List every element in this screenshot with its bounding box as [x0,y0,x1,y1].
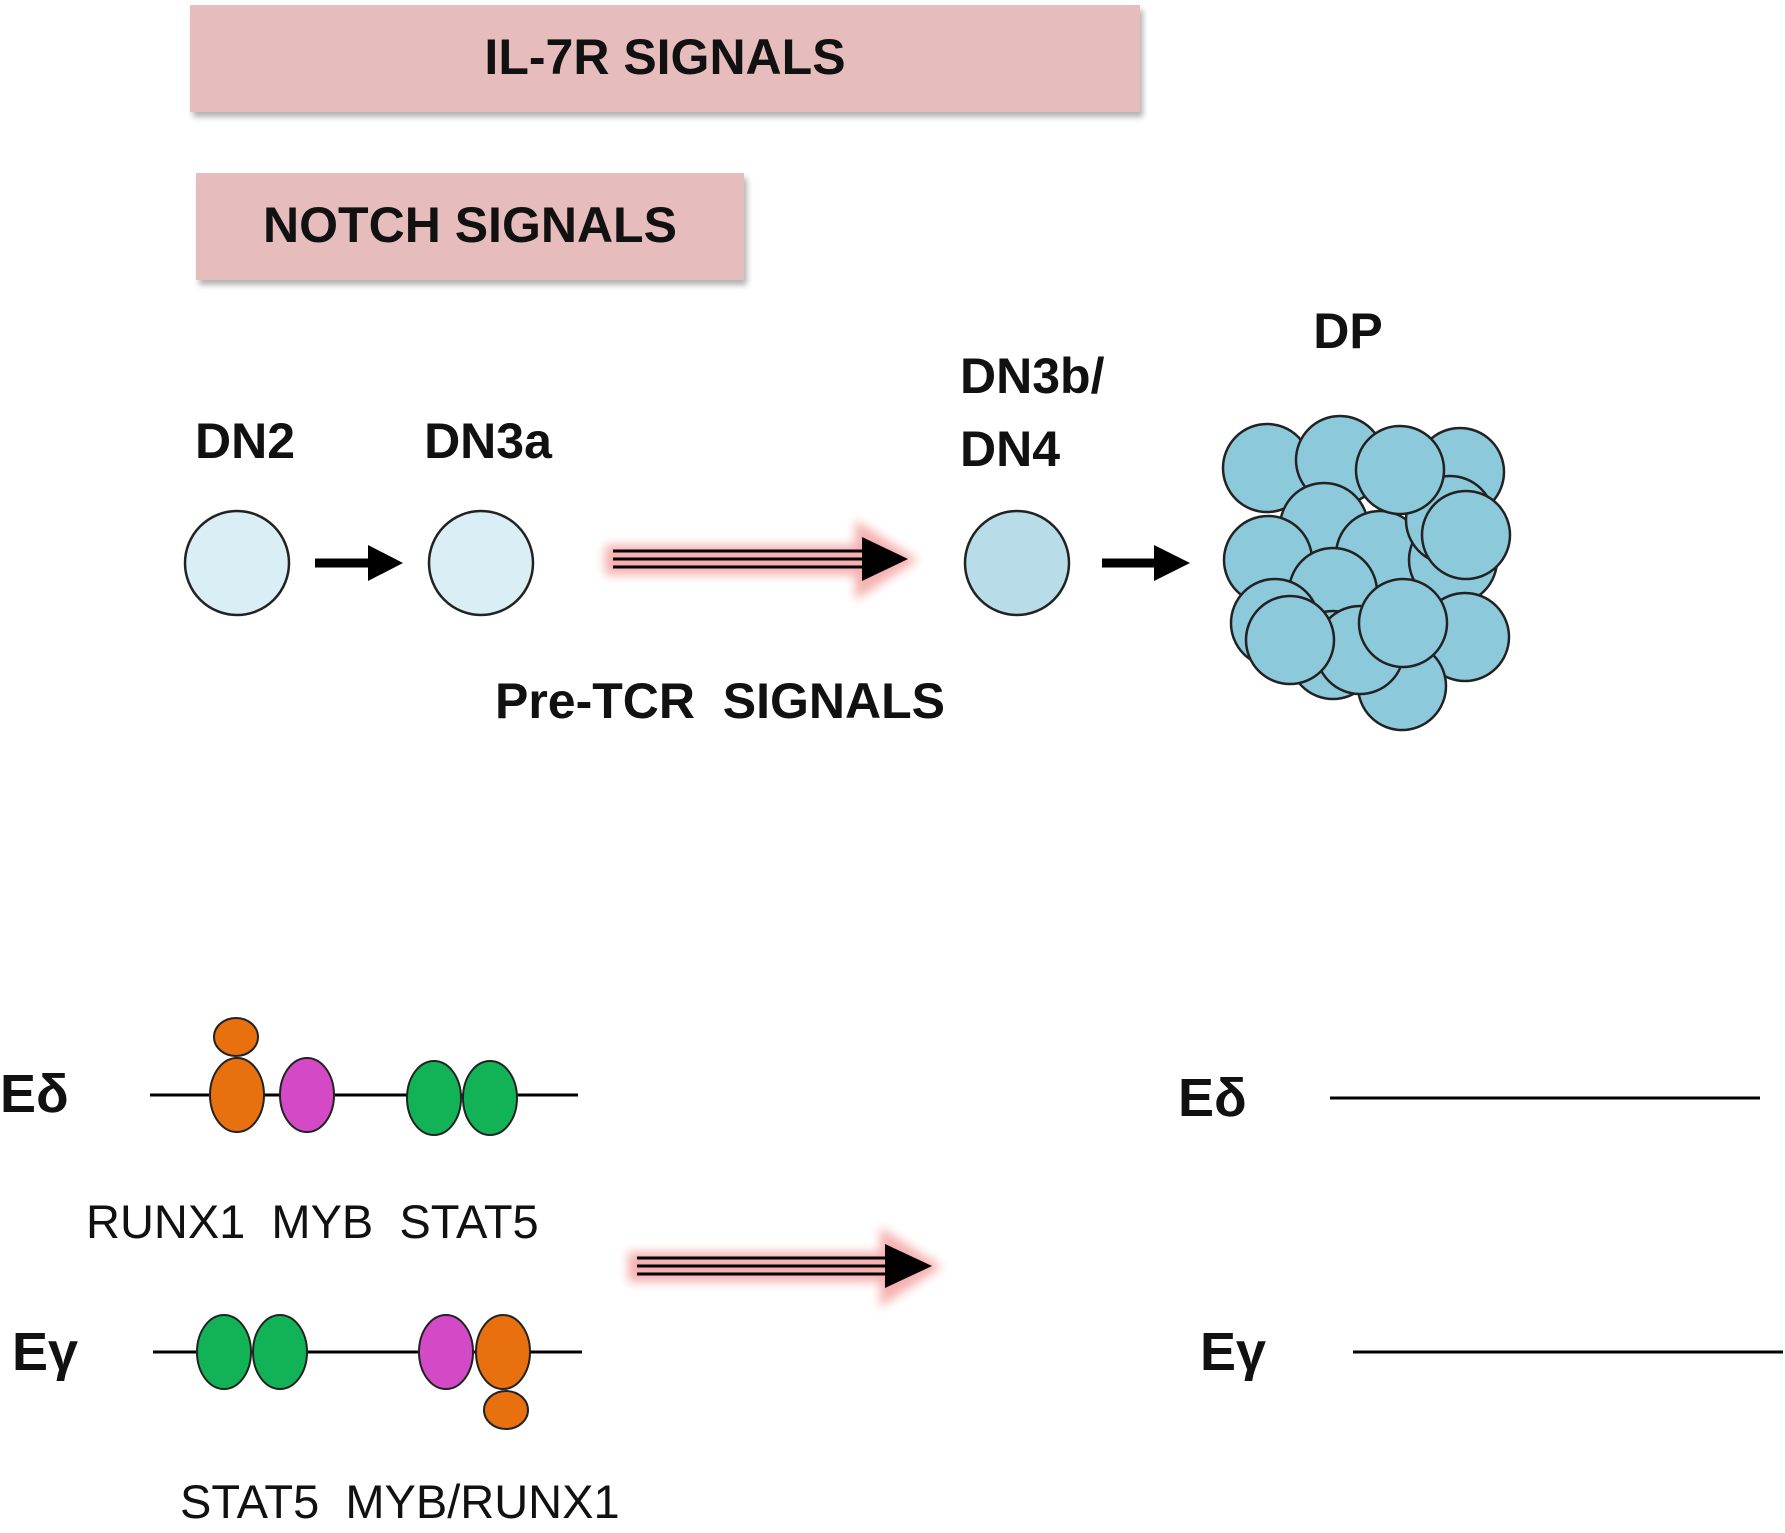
dp-cell-cluster [1221,414,1512,732]
dn2-label: DN2 [195,413,295,469]
dn3b-label-line2: DN4 [960,421,1060,477]
notch-label: NOTCH SIGNALS [263,197,677,253]
e-delta-runx1-small [213,1017,259,1057]
e-delta-stat5-a [406,1060,462,1136]
e-gamma-stat5-b [252,1314,308,1390]
e-gamma-stat5-a [196,1314,252,1390]
e-gamma-runx1-small [483,1390,529,1430]
dn3b-label-line1: DN3b/ [960,348,1105,404]
dp-cell [1354,424,1446,516]
dp-cell [1357,577,1449,669]
e-gamma-runx1 [475,1314,531,1390]
e-gamma-factor-labels: STAT5 MYB/RUNX1 [180,1475,620,1528]
e-delta-label-after: Eδ [1178,1068,1247,1128]
dn3a-cell [427,509,535,617]
arrow-dn3b-to-dp [1102,545,1190,581]
e-gamma-label-after: Eγ [1200,1322,1266,1382]
e-delta-factor-labels: RUNX1 MYB STAT5 [86,1195,539,1248]
e-gamma-label: Eγ [12,1322,78,1382]
pretcr-label: Pre-TCR SIGNALS [495,673,945,729]
dp-cell [1244,594,1336,686]
notch-signal-box: NOTCH SIGNALS [196,173,744,280]
dp-cell [1420,489,1512,581]
notch-box-rect [196,173,744,280]
e-gamma-myb [418,1314,474,1390]
e-delta-stat5-b [462,1060,518,1136]
dn3a-label: DN3a [424,413,553,469]
dn3b-cell [963,509,1071,617]
arrow-dn2-to-dn3a [315,545,403,581]
e-delta-myb [279,1057,335,1133]
il7r-label: IL-7R SIGNALS [484,29,845,85]
pretcr-signal-arrow [605,520,918,600]
dp-label: DP [1313,303,1382,359]
il7r-signal-box: IL-7R SIGNALS [190,5,1140,112]
enhancer-transition-arrow [628,1227,942,1307]
e-delta-label: Eδ [0,1064,69,1124]
dn2-cell [183,509,291,617]
e-delta-runx1 [209,1057,265,1133]
il7r-box-rect [190,5,1140,112]
